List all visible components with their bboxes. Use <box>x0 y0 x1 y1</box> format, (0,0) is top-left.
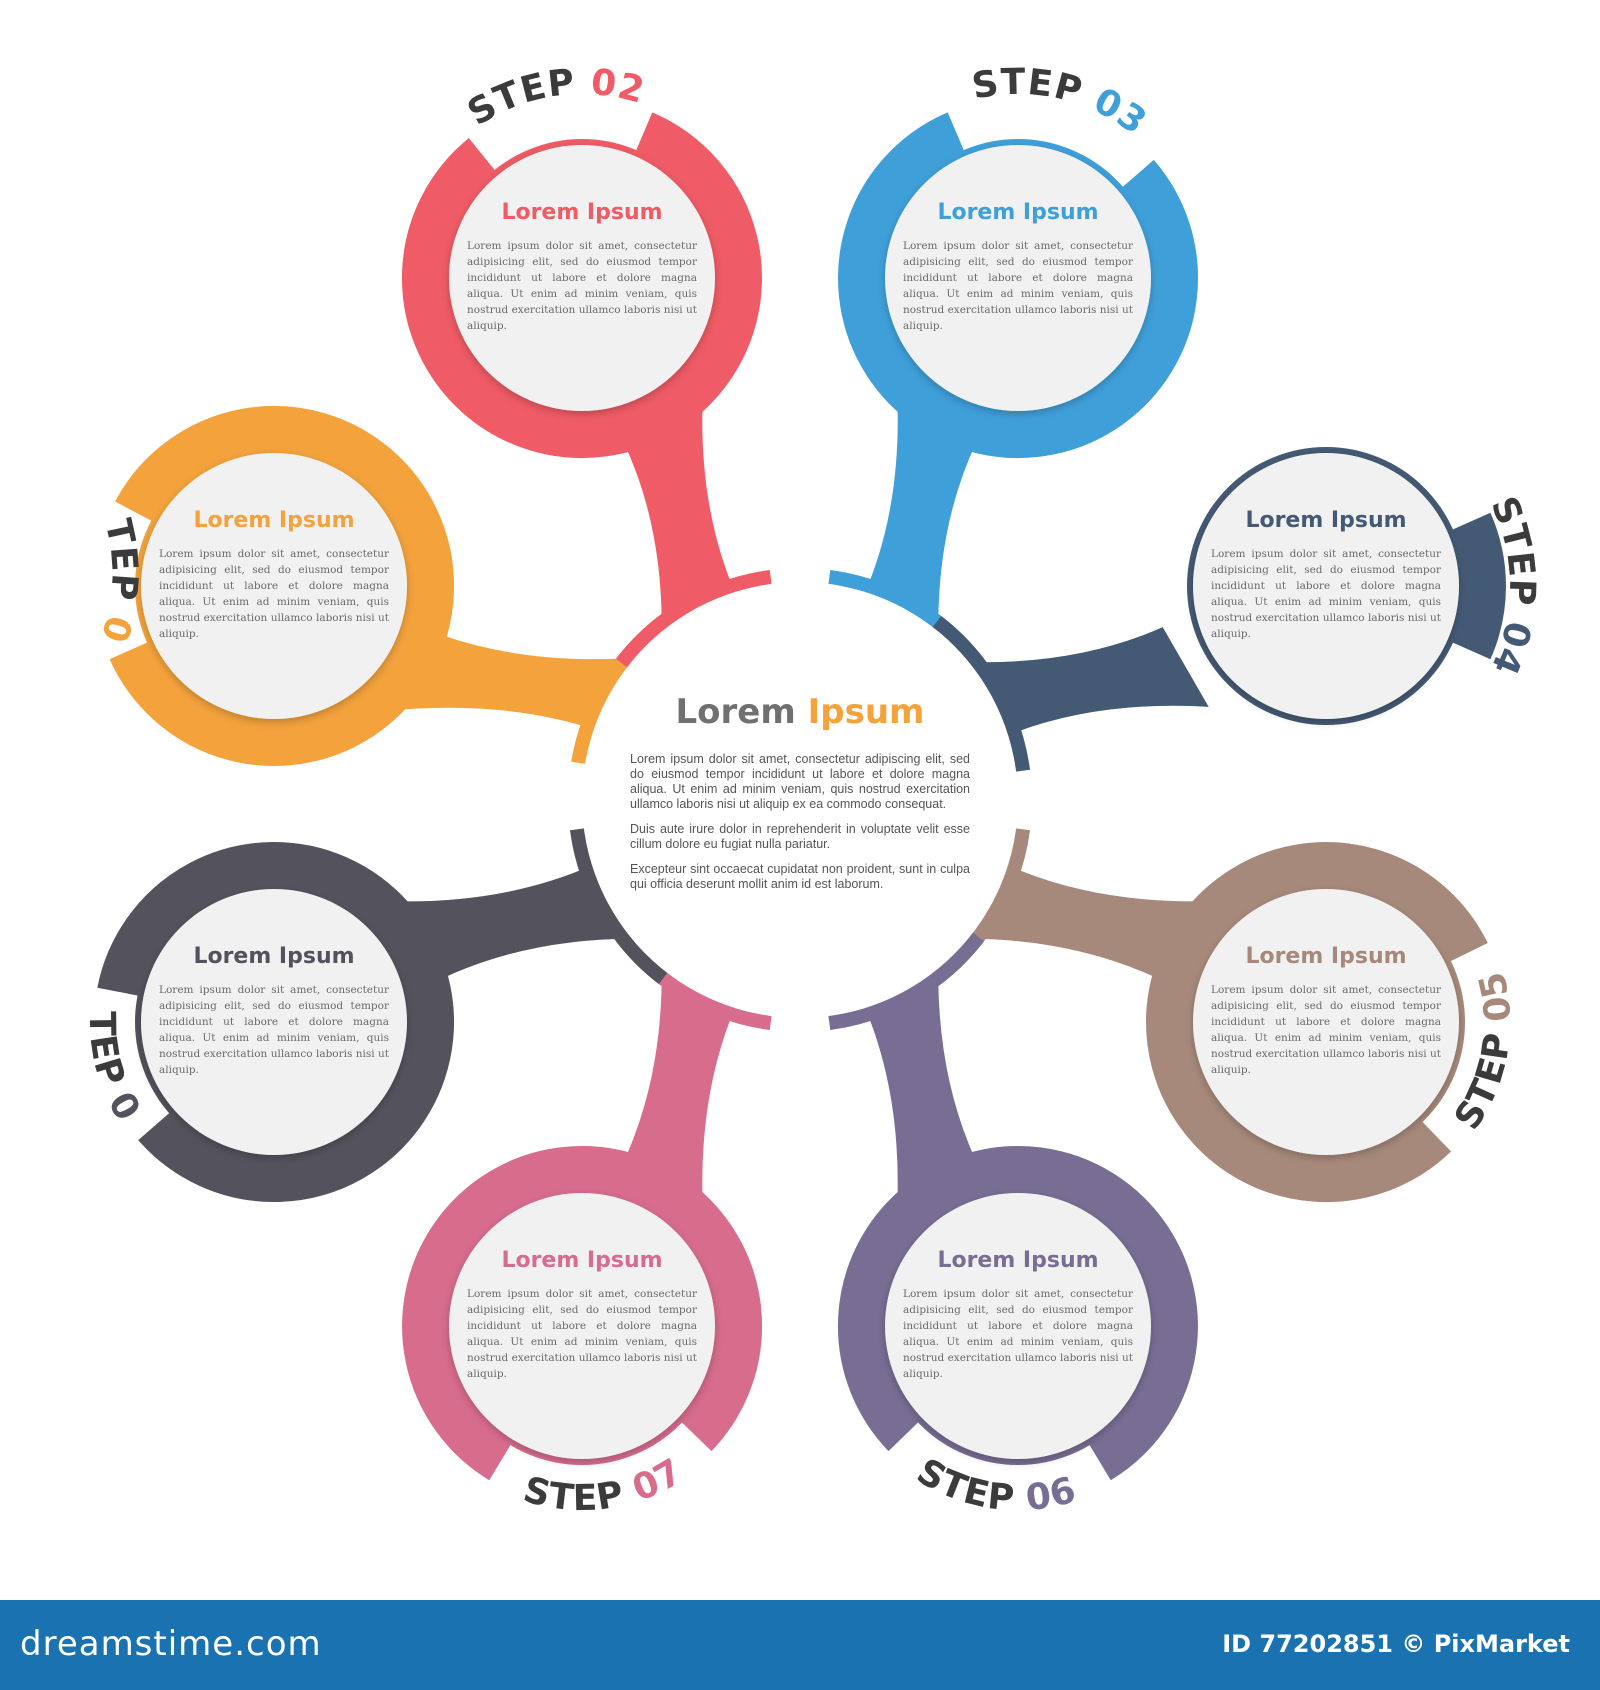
step-title-2: Lorem Ipsum <box>501 200 663 225</box>
step-title-5: Lorem Ipsum <box>1245 944 1407 969</box>
step-ring-5 <box>1146 842 1488 1203</box>
step-word-7: STEP <box>519 1469 641 1519</box>
step-card-8 <box>141 889 407 1155</box>
step-label-2: STEP 02 <box>461 62 649 134</box>
center-title-part2: Ipsum <box>807 692 925 732</box>
step-body-5: Lorem ipsum dolor sit amet, consectetur … <box>1211 984 1441 1076</box>
step-body-3: Lorem ipsum dolor sit amet, consectetur … <box>903 240 1133 332</box>
footer-bar: dreamstime.com ID 77202851 © PixMarket <box>0 1600 1600 1690</box>
step-card-1 <box>141 453 407 719</box>
center-body: Lorem ipsum dolor sit amet, consectetur … <box>630 752 970 902</box>
step-body-1: Lorem ipsum dolor sit amet, consectetur … <box>159 548 389 640</box>
footer-credit: ID 77202851 © PixMarket <box>1222 1630 1570 1658</box>
step-title-3: Lorem Ipsum <box>937 200 1099 225</box>
center-paragraph-2: Duis aute irure dolor in reprehenderit i… <box>630 822 970 851</box>
step-word-3: STEP <box>969 62 1103 118</box>
step-number-2: 02 <box>589 62 649 112</box>
step-word-1: STEP <box>0 0 145 619</box>
step-label-1: STEP 01 <box>0 0 145 648</box>
step-body-2: Lorem ipsum dolor sit amet, consectetur … <box>467 240 697 332</box>
step-number-6: 06 <box>1024 1469 1081 1519</box>
center-paragraph-1: Lorem ipsum dolor sit amet, consectetur … <box>630 752 970 811</box>
step-ring-3 <box>838 112 1199 458</box>
step-body-8: Lorem ipsum dolor sit amet, consectetur … <box>159 984 389 1076</box>
step-ring-1 <box>109 406 454 766</box>
step-body-6: Lorem ipsum dolor sit amet, consectetur … <box>903 1288 1133 1380</box>
step-card-7 <box>449 1193 715 1459</box>
step-title-8: Lorem Ipsum <box>193 944 355 969</box>
step-title-4: Lorem Ipsum <box>1245 508 1407 533</box>
center-circle <box>582 582 1018 1018</box>
step-word-2: STEP <box>461 62 590 134</box>
center-paragraph-3: Excepteur sint occaecat cupidatat non pr… <box>630 862 970 891</box>
footer-brand: dreamstime.com <box>20 1624 322 1664</box>
step-body-4: Lorem ipsum dolor sit amet, consectetur … <box>1211 548 1441 640</box>
step-title-6: Lorem Ipsum <box>937 1248 1099 1273</box>
step-card-6 <box>885 1193 1151 1459</box>
step-body-7: Lorem ipsum dolor sit amet, consectetur … <box>467 1288 697 1380</box>
step-title-7: Lorem Ipsum <box>501 1248 663 1273</box>
step-number-5: 05 <box>1471 967 1519 1023</box>
step-ring-4 <box>1449 512 1506 660</box>
step-card-3 <box>885 145 1151 411</box>
step-title-1: Lorem Ipsum <box>193 508 355 533</box>
step-ring-8 <box>97 842 454 1202</box>
center-title-part1: Lorem <box>675 692 796 732</box>
step-ring-6 <box>837 1146 1198 1481</box>
step-label-3: STEP 03 <box>969 62 1154 144</box>
step-card-5 <box>1193 889 1459 1155</box>
step-card-4 <box>1193 453 1459 719</box>
step-ring-2 <box>402 112 762 458</box>
step-ring-7 <box>402 1146 763 1481</box>
step-card-2 <box>449 145 715 411</box>
center-title: Lorem Ipsum <box>600 692 1000 732</box>
